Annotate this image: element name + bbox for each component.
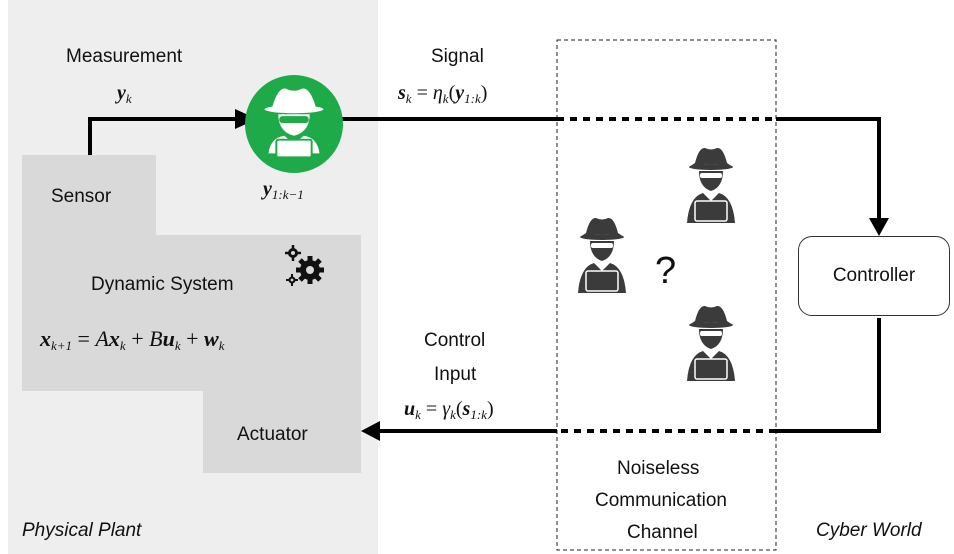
controller-input-arrowhead bbox=[869, 218, 889, 236]
control-label-line2: Input bbox=[434, 364, 477, 385]
controller-box: Controller bbox=[798, 236, 950, 316]
green-spy-icon bbox=[245, 75, 343, 173]
channel-title-line2: Communication bbox=[595, 490, 727, 511]
cyber-world-label: Cyber World bbox=[816, 520, 922, 541]
dynamic-system-label: Dynamic System bbox=[91, 274, 234, 295]
channel-title-line3: Channel bbox=[627, 522, 698, 543]
signal-label: Signal bbox=[431, 46, 484, 67]
actuator-arrowhead bbox=[361, 421, 380, 441]
state-equation: xk+1 = Axk + Buk + wk bbox=[40, 326, 225, 353]
question-mark: ? bbox=[655, 250, 677, 292]
sensor-label: Sensor bbox=[51, 186, 112, 207]
actuator-block bbox=[203, 389, 361, 473]
sensor-block bbox=[22, 155, 156, 237]
control-label-line1: Control bbox=[424, 330, 486, 351]
physical-plant-label: Physical Plant bbox=[22, 520, 142, 541]
signal-equation: sk = ηk(y1:k) bbox=[398, 82, 488, 106]
spy-icon-left bbox=[574, 215, 630, 295]
spy-icon-lower bbox=[683, 303, 739, 383]
actuator-label: Actuator bbox=[237, 424, 308, 445]
gears-icon bbox=[284, 243, 326, 287]
signal-line-solid-right bbox=[776, 117, 881, 222]
spy-icon-upper bbox=[683, 145, 739, 225]
control-line-solid-right bbox=[776, 318, 881, 433]
controller-label: Controller bbox=[832, 265, 916, 286]
control-equation: uk = γk(s1:k) bbox=[404, 398, 494, 422]
channel-title-line1: Noiseless bbox=[617, 458, 700, 479]
measurement-label: Measurement bbox=[66, 46, 183, 67]
measurement-history: y1:k−1 bbox=[263, 178, 304, 202]
measurement-variable: yk bbox=[117, 82, 132, 106]
measurement-line bbox=[88, 117, 243, 155]
